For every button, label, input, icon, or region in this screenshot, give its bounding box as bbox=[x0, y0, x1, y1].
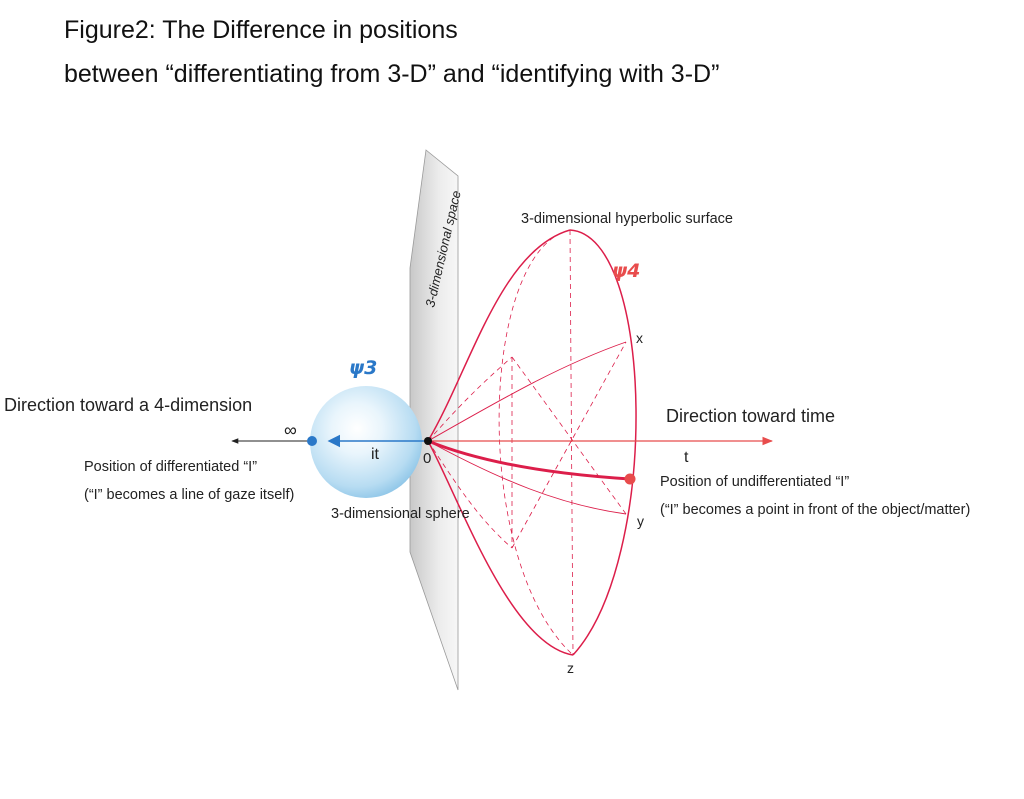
y-label: y bbox=[637, 513, 644, 529]
z-label: z bbox=[567, 660, 574, 676]
differentiated-i-label: Position of differentiated “I” bbox=[84, 459, 257, 475]
ray-to-x bbox=[427, 341, 627, 442]
undifferentiated-i-point bbox=[624, 473, 636, 485]
origin-label: 0 bbox=[423, 450, 431, 467]
dashed-x-to-y-diag bbox=[511, 356, 627, 515]
x-label: x bbox=[636, 330, 643, 346]
surface-rim bbox=[569, 229, 637, 656]
surface-hidden-lines bbox=[427, 229, 627, 656]
dashed-y-to-x-diag bbox=[511, 341, 627, 549]
dashed-vertical-axis bbox=[569, 229, 574, 656]
t-label: t bbox=[684, 449, 689, 466]
undifferentiated-i-label: Position of undifferentiated “I” bbox=[660, 474, 849, 490]
surface-lower-edge bbox=[427, 440, 574, 656]
dashed-inner-lower bbox=[427, 440, 513, 549]
title-line-2: between “differentiating from 3-D” and “… bbox=[64, 60, 720, 88]
ray-to-y bbox=[427, 440, 627, 515]
undifferentiated-i-note: (“I” becomes a point in front of the obj… bbox=[660, 502, 970, 518]
direction-time-label: Direction toward time bbox=[666, 406, 835, 426]
hyperbolic-surface bbox=[427, 229, 637, 656]
psi3-label: ψ3 bbox=[349, 357, 377, 379]
undifferentiated-curve bbox=[427, 439, 631, 481]
differentiated-i-point bbox=[307, 436, 317, 446]
figure-title: Figure2: The Difference in positions bet… bbox=[64, 8, 719, 96]
sphere-psi3 bbox=[310, 386, 422, 498]
sphere-label: 3-dimensional sphere bbox=[331, 506, 470, 522]
infinity-label: ∞ bbox=[284, 420, 297, 440]
surface-upper-edge bbox=[427, 229, 571, 442]
dashed-rim-back bbox=[498, 229, 574, 656]
origin-point bbox=[424, 437, 432, 445]
it-label: it bbox=[371, 446, 380, 463]
direction-4d-label: Direction toward a 4-dimension bbox=[4, 395, 252, 415]
psi4-label: ψ4 bbox=[612, 260, 640, 282]
space-plane bbox=[409, 149, 459, 691]
hyperbolic-surface-label: 3-dimensional hyperbolic surface bbox=[521, 211, 733, 227]
differentiated-i-note: (“I” becomes a line of gaze itself) bbox=[84, 487, 294, 503]
title-line-1: Figure2: The Difference in positions bbox=[64, 16, 458, 44]
